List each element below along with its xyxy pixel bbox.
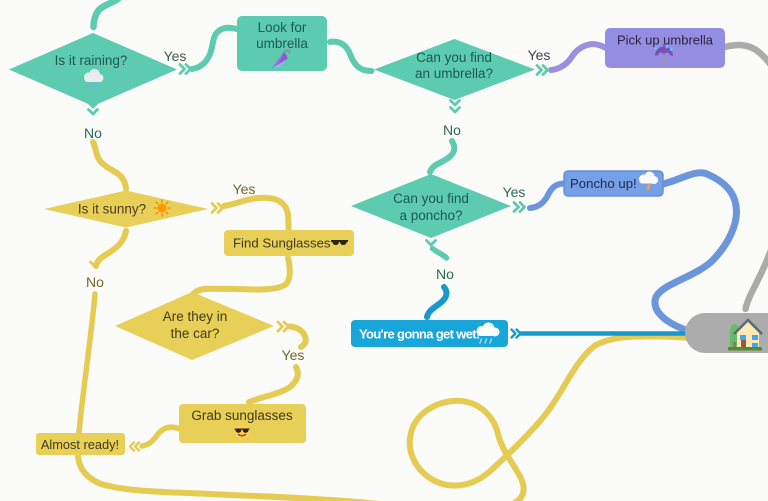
svg-text:Find Sunglasses: Find Sunglasses [233,236,331,251]
svg-text:No: No [84,125,102,141]
svg-text:Can you find: Can you find [416,50,492,65]
svg-text:Can you find: Can you find [393,191,469,206]
svg-text:Almost ready!: Almost ready! [41,437,119,452]
svg-text:umbrella: umbrella [256,36,308,51]
svg-text:the car?: the car? [171,326,220,341]
svg-text:Is it sunny?: Is it sunny? [78,202,146,217]
svg-text:Yes: Yes [282,347,305,363]
svg-text:Yes: Yes [528,47,551,63]
svg-text:Are they in: Are they in [163,309,228,324]
svg-text:Grab sunglasses: Grab sunglasses [191,408,293,423]
svg-text:No: No [443,122,461,138]
svg-text:Yes: Yes [503,184,526,200]
svg-text:a poncho?: a poncho? [399,208,462,223]
svg-text:Yes: Yes [164,48,187,64]
svg-text:No: No [436,266,454,282]
svg-text:You're gonna get wet!: You're gonna get wet! [359,327,480,342]
svg-text:Pick up umbrella: Pick up umbrella [617,33,714,48]
svg-text:Poncho up!: Poncho up! [570,176,637,191]
svg-text:Is it raining?: Is it raining? [55,53,128,68]
svg-text:Yes: Yes [233,181,256,197]
svg-text:an umbrella?: an umbrella? [415,66,493,81]
svg-text:No: No [86,274,104,290]
svg-text:Look for: Look for [258,20,307,35]
